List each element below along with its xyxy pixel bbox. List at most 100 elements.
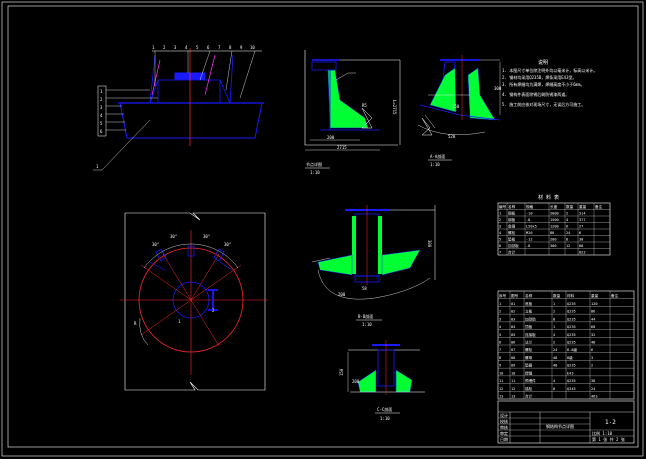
materials-table-cell: -10: [526, 212, 533, 216]
materials-table-cell: 3: [499, 225, 501, 229]
materials-table-cell: M20: [526, 231, 533, 235]
plan-angle-3: 30°: [203, 234, 210, 239]
callout-top-9: 9: [240, 45, 243, 50]
leader-top-4: [225, 50, 233, 91]
parts-table-cell: 12: [499, 387, 503, 391]
detail-a: R5 200 2715 L=2715 节点详图 1:10: [304, 50, 401, 175]
parts-table-cell: Q345: [567, 387, 576, 391]
parts-table-cell: Q235: [567, 310, 576, 314]
materials-table-cell: 1: [499, 212, 501, 216]
parts-table-cell: 1: [553, 325, 555, 329]
parts-table-cell: 24: [553, 348, 557, 352]
detail-b-scale: 1:10: [430, 162, 440, 167]
materials-table-cell: 1500: [550, 218, 559, 222]
parts-table-cell: 6: [499, 341, 501, 345]
detail-a-side-dim: L=2715: [392, 100, 397, 115]
plan-radial-2: [162, 253, 192, 301]
materials-table-cell: 加劲板: [508, 243, 519, 248]
detail-b-dim-vert-label: 300: [494, 86, 502, 91]
materials-table-grid: [498, 203, 610, 255]
materials-table-cell: 80: [550, 231, 554, 235]
materials-table-cell: 68: [579, 244, 583, 248]
parts-table-cell: 01: [511, 302, 515, 306]
parts-table-cell: 8级: [567, 355, 573, 360]
parts-table-cell: 8.8级: [567, 347, 577, 352]
parts-table-cell: 1: [553, 302, 555, 306]
accent-line-2: [204, 54, 216, 96]
detail-a-symbol: [361, 107, 373, 129]
detail-a-leader: [335, 72, 349, 81]
parts-table-cell: Q235: [567, 364, 576, 368]
detail-c-weld-left: [352, 216, 356, 274]
plan-member-diag-2: [219, 261, 233, 271]
parts-table-cell: 60: [591, 325, 595, 329]
materials-table-cell: 2000: [550, 212, 559, 216]
detail-c-leader: [311, 257, 331, 263]
callout-left-3: 3: [100, 105, 103, 110]
detail-b-base-1: [419, 104, 461, 116]
parts-table-cell: 2: [591, 364, 593, 368]
detail-c-base: [354, 275, 380, 283]
detail-c-dim-2: 58: [362, 286, 367, 291]
parts-table-cell: 焊缝: [525, 370, 533, 375]
materials-table-cell: 垫板: [508, 237, 516, 242]
left-brace: [149, 79, 159, 104]
parts-table-cell: 06: [511, 341, 515, 345]
materials-table-cell: -8: [526, 244, 530, 248]
detail-d-weld-right: [395, 369, 413, 393]
parts-table-cell: 463: [591, 395, 598, 399]
plan-member-2: [187, 245, 195, 257]
detail-d-dim-1: 150: [339, 368, 344, 376]
parts-table-header-cell: 重量: [591, 293, 599, 298]
parts-table-cell: 04: [511, 325, 515, 329]
plan-view: 30° 30° 30° 30° R 1 2: [120, 212, 268, 391]
parts-table-header-cell: 备注: [611, 293, 619, 298]
plan-angle-4: 30°: [224, 242, 231, 247]
materials-table-cell: L50x5: [526, 225, 537, 229]
detail-c-weld-right: [378, 216, 382, 274]
parts-table-cell: 10: [511, 371, 515, 375]
callout-top-1: 1: [152, 45, 155, 50]
title-block-row-1: 设计: [500, 412, 508, 418]
parts-table-cell: 10: [499, 371, 503, 375]
title-block-row-5: 日期: [500, 436, 508, 442]
notes-line-5: 5. 施工前应核对现场尺寸，无误后方可施工。: [502, 101, 585, 107]
materials-table-header-cell: 重量: [579, 204, 587, 209]
parts-table-header-cell: 序号: [499, 293, 507, 298]
materials-table-header-cell: 长度: [550, 204, 558, 209]
notes-block: 说明 1. 本图尺寸单位除注明外均以毫米计，标高以米计。 2. 钢材均采用Q23…: [502, 59, 597, 107]
parts-table-header-cell: 数量: [553, 293, 561, 298]
parts-table-cell: 13: [499, 395, 503, 399]
detail-a-weld: [327, 69, 369, 129]
parts-table-cell: 8: [553, 387, 555, 391]
callout-top-7: 7: [218, 45, 221, 50]
parts-table-header-cell: 图号: [511, 293, 519, 298]
materials-table-cell: 4: [499, 231, 501, 235]
detail-b-dim-arc-label: 520: [448, 134, 456, 139]
parts-table-cell: 07: [511, 348, 515, 352]
left-mast: [149, 54, 156, 104]
inner-frame: [7, 5, 639, 448]
detail-b: 300 520 150 A-A剖面 1:10: [417, 55, 502, 167]
materials-table-title: 材 料 表: [538, 194, 559, 201]
parts-table-cell: 螺母: [525, 355, 533, 360]
parts-table-cell: 底板: [525, 301, 533, 306]
materials-table-cell: 12: [566, 244, 570, 248]
plan-member-diag-1: [149, 261, 166, 271]
materials-table-cell: 200: [550, 238, 557, 242]
parts-table-cell: 9: [499, 364, 501, 368]
plan-mark-2: 2: [212, 308, 215, 313]
parts-table-cell: 32: [591, 333, 595, 337]
title-block-drawing-no: 1-2: [605, 419, 616, 426]
notes-line-4: 4. 钢构件表面除锈后刷防锈漆两道。: [502, 91, 569, 97]
parts-table-header-cell: 名称: [525, 293, 533, 298]
materials-table-cell: 合计: [508, 250, 516, 255]
parts-table-cell: 2: [553, 341, 555, 345]
parts-table-cell: 4: [553, 379, 555, 383]
materials-table-cell: 27: [579, 225, 583, 229]
materials-table-cell: 5: [499, 238, 501, 242]
parts-table-cell: 加劲肋: [525, 316, 536, 321]
parts-table-cell: 48: [553, 356, 557, 360]
